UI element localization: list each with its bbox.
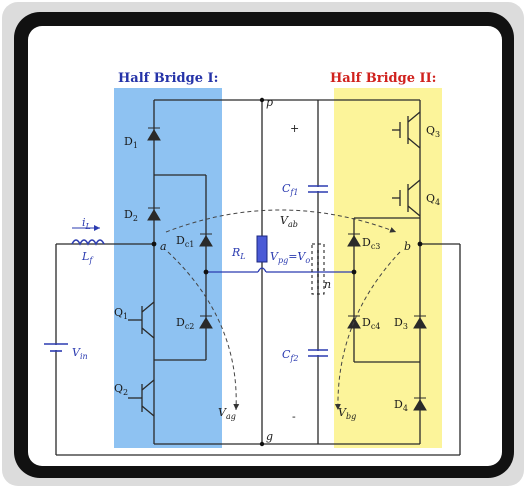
node-g-label: g: [266, 430, 273, 443]
dashed-box: [311, 243, 325, 295]
battery-vin: [44, 343, 68, 352]
il-label: iL: [82, 216, 91, 231]
transistor-q2: [128, 379, 155, 417]
half-bridge-1-title: Half Bridge I:: [118, 71, 218, 86]
q1-label: Q1: [114, 306, 128, 321]
half-bridge-2-title: Half Bridge II:: [330, 71, 436, 86]
q3-label: Q3: [426, 124, 440, 139]
wiring: [55, 99, 461, 456]
node-dots: [151, 97, 423, 447]
dc3-label: Dc3: [362, 236, 380, 251]
node-p-label: p: [266, 96, 273, 109]
vin-label: Vin: [72, 346, 88, 361]
lf-label: Lf: [81, 250, 94, 265]
transistor-q4: [392, 179, 421, 217]
diodes: [147, 127, 427, 411]
load-resistor: [256, 235, 268, 263]
vab-label: Vab: [280, 214, 298, 229]
half-bridge-1-region: [114, 88, 222, 448]
cap2-gap: [316, 351, 320, 355]
capacitor-cf2: [308, 349, 328, 357]
d1-label: D1: [124, 135, 138, 150]
vbg-label: Vbg: [338, 406, 356, 421]
rl-label: RL: [231, 246, 246, 261]
node-n-label: n: [324, 278, 331, 291]
d4-label: D4: [394, 398, 408, 413]
q4-label: Q4: [426, 192, 440, 207]
vpg-label: Vpg=Vo: [270, 250, 310, 265]
node-a-label: a: [160, 240, 167, 253]
half-bridge-2-region: [334, 88, 442, 448]
vag-label: Vag: [218, 406, 236, 421]
dc2-label: Dc2: [176, 316, 194, 331]
node-b-label: b: [404, 240, 411, 253]
dc4-label: Dc4: [362, 316, 380, 331]
voltage-arrows: [165, 209, 401, 411]
transistor-q3: [392, 111, 421, 149]
plus-sign: +: [290, 122, 299, 135]
minus-sign: -: [292, 410, 296, 423]
d2-label: D2: [124, 208, 138, 223]
cf1-label: Cf1: [282, 182, 298, 197]
transistor-q1: [128, 301, 155, 339]
battery-gap: [50, 345, 62, 350]
cf2-label: Cf2: [282, 348, 298, 363]
q2-label: Q2: [114, 382, 128, 397]
cap1-gap: [316, 187, 320, 191]
neutral-link: [206, 267, 354, 273]
capacitor-cf1: [308, 185, 328, 193]
dc1-label: Dc1: [176, 234, 194, 249]
inductor-lf: [71, 239, 105, 246]
d3-label: D3: [394, 316, 408, 331]
